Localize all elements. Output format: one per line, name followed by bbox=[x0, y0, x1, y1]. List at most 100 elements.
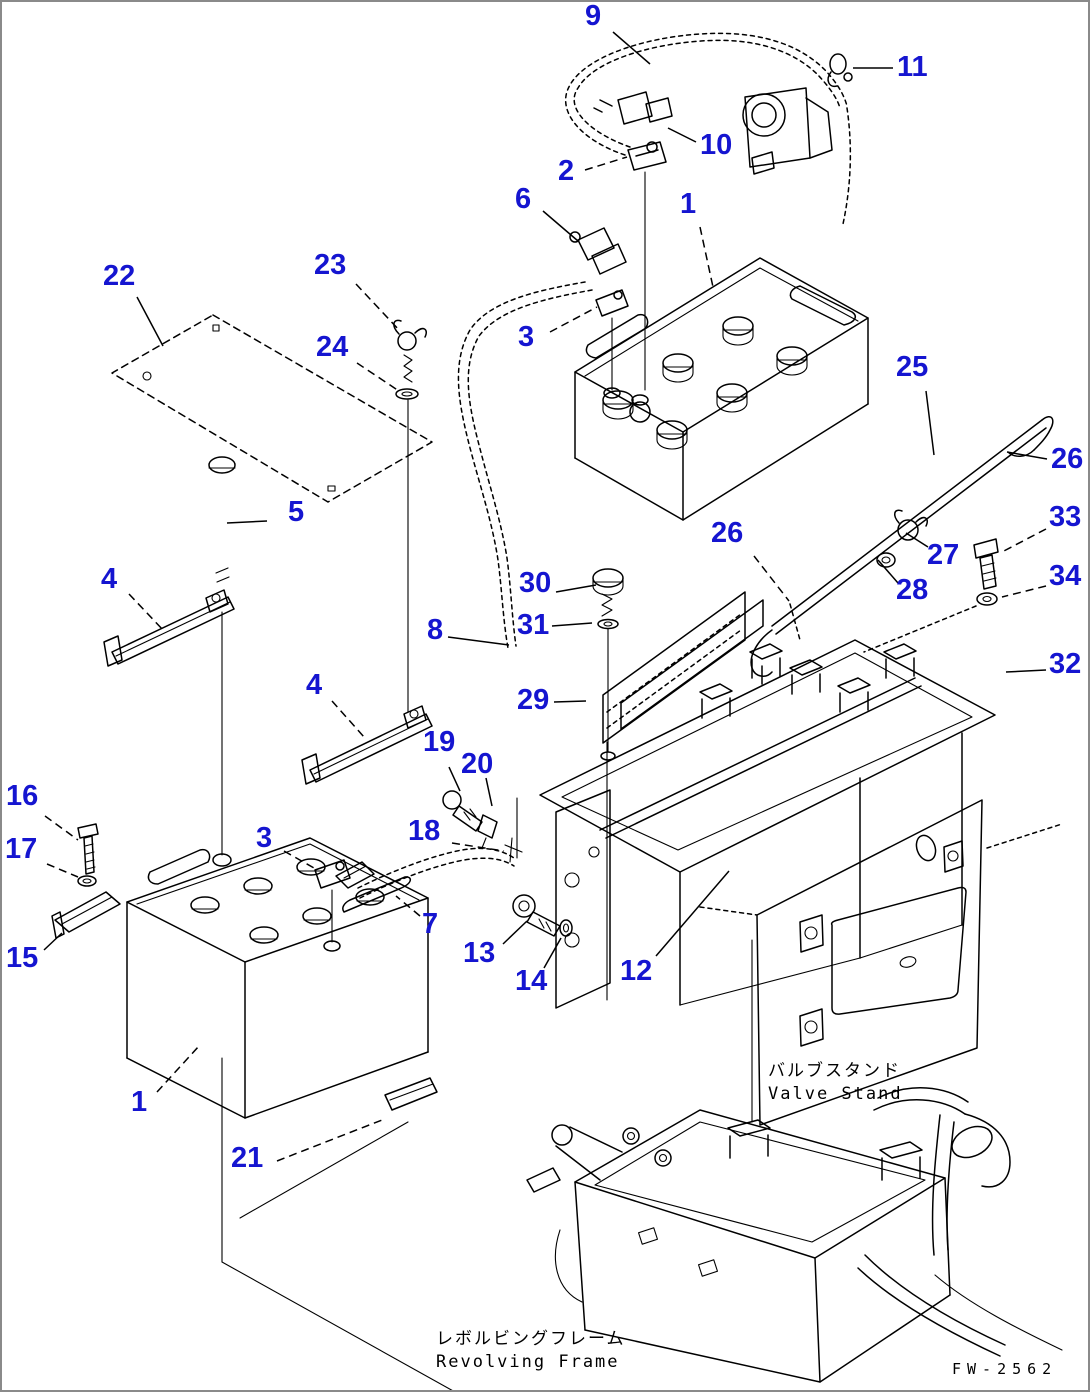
leader-30-13 bbox=[555, 584, 597, 593]
drawing-number: FW-2562 bbox=[952, 1360, 1058, 1378]
leader-31-14 bbox=[551, 622, 593, 627]
callout-4-12: 4 bbox=[306, 669, 323, 701]
frame-curves bbox=[857, 1087, 1063, 1357]
wing-nut-27 bbox=[894, 509, 928, 541]
leader-18-31 bbox=[451, 842, 505, 852]
valve-stand-panel bbox=[699, 799, 1063, 1126]
callout-3-6: 3 bbox=[518, 321, 535, 353]
battery-upper bbox=[574, 257, 869, 521]
battery-lower bbox=[126, 837, 429, 1119]
leader-32-24 bbox=[1005, 669, 1047, 673]
revolving-frame bbox=[526, 1109, 951, 1383]
callout-33-22: 33 bbox=[1049, 501, 1082, 533]
leader-26-18 bbox=[1006, 451, 1048, 460]
washer-34 bbox=[863, 592, 998, 653]
bolt-16 bbox=[77, 823, 99, 875]
leader-26-19 bbox=[753, 555, 790, 602]
callout-19-29: 19 bbox=[423, 726, 456, 758]
callout-31-14: 31 bbox=[517, 609, 550, 641]
callout-25-17: 25 bbox=[896, 351, 929, 383]
leader-28-21 bbox=[877, 559, 899, 584]
washer-24-rod bbox=[395, 388, 419, 713]
side-plate-21 bbox=[221, 1057, 456, 1392]
caption-valve-stand-en: Valve Stand bbox=[768, 1083, 903, 1104]
leader-20-30 bbox=[485, 777, 493, 807]
leader-1-5 bbox=[699, 226, 714, 288]
support-rack bbox=[602, 591, 764, 744]
bolt-13 bbox=[512, 894, 561, 937]
leader-29-16 bbox=[553, 700, 587, 703]
caption-valve-stand-jp: バルブスタンド bbox=[768, 1061, 901, 1081]
bolt-33 bbox=[973, 538, 999, 590]
leader-27-20 bbox=[905, 532, 929, 548]
callout-26-19: 26 bbox=[711, 517, 744, 549]
leader-4-11 bbox=[128, 593, 165, 632]
leader-5-10 bbox=[226, 520, 268, 524]
holddown-bar-right bbox=[301, 705, 518, 859]
callout-27-20: 27 bbox=[927, 539, 960, 571]
leader-10-2 bbox=[667, 127, 697, 143]
callout-18-31: 18 bbox=[408, 815, 441, 847]
washer-17 bbox=[77, 875, 97, 887]
leader-16-25 bbox=[44, 815, 79, 841]
leader-9-0 bbox=[612, 31, 651, 65]
callout-32-24: 32 bbox=[1049, 648, 1082, 680]
wing-nut-23 bbox=[393, 319, 427, 383]
caption-valve-stand: バルブスタンド Valve Stand bbox=[768, 1060, 903, 1106]
battery-stand bbox=[504, 639, 996, 1009]
leader-34-23 bbox=[1001, 585, 1047, 598]
callout-7-32: 7 bbox=[422, 908, 439, 940]
cover-plate bbox=[111, 314, 433, 503]
leader-8-15 bbox=[447, 636, 510, 646]
terminal-clamp-2 bbox=[627, 141, 667, 391]
bracket-15 bbox=[51, 891, 121, 939]
callout-12-35: 12 bbox=[620, 955, 653, 987]
callout-13-33: 13 bbox=[463, 937, 496, 969]
callout-4-11: 4 bbox=[101, 563, 118, 595]
washer-28 bbox=[876, 552, 896, 568]
leader-4-12 bbox=[331, 700, 365, 738]
callout-3-28: 3 bbox=[256, 822, 273, 854]
leader-3-6 bbox=[549, 306, 598, 333]
leader-14-34 bbox=[543, 937, 562, 969]
leader-33-22 bbox=[999, 528, 1047, 554]
leader-13-33 bbox=[502, 920, 528, 945]
leader-22-7 bbox=[136, 296, 164, 347]
leader-6-4 bbox=[542, 210, 579, 242]
screw-19 bbox=[442, 790, 483, 832]
callout-2-3: 2 bbox=[558, 155, 575, 187]
leader-17-26 bbox=[46, 863, 79, 878]
washer-14 bbox=[559, 919, 573, 937]
callout-8-15: 8 bbox=[427, 614, 444, 646]
battery-cable-lower bbox=[314, 847, 515, 952]
leader-21-37 bbox=[276, 1119, 383, 1162]
battery-cable-upper bbox=[457, 227, 629, 649]
callout-26-18: 26 bbox=[1051, 443, 1084, 475]
connector-10 bbox=[593, 91, 673, 125]
callout-16-25: 16 bbox=[6, 780, 39, 812]
callout-24-9: 24 bbox=[316, 331, 349, 363]
callout-15-27: 15 bbox=[6, 942, 39, 974]
callout-10-2: 10 bbox=[700, 129, 733, 161]
caption-revolving-frame: レボルビングフレーム Revolving Frame bbox=[436, 1328, 626, 1374]
callout-34-23: 34 bbox=[1049, 560, 1082, 592]
leader-19-29 bbox=[448, 766, 461, 792]
leader-24-9 bbox=[356, 362, 400, 392]
callout-5-10: 5 bbox=[288, 496, 305, 528]
leader-3-28 bbox=[283, 850, 315, 869]
callout-11-1: 11 bbox=[897, 51, 928, 83]
callout-9-0: 9 bbox=[585, 0, 602, 32]
callout-6-4: 6 bbox=[515, 183, 532, 215]
callout-14-34: 14 bbox=[515, 965, 548, 997]
callout-1-36: 1 bbox=[131, 1086, 148, 1118]
callout-22-7: 22 bbox=[103, 260, 136, 292]
callout-17-26: 17 bbox=[5, 833, 38, 865]
wire-harness bbox=[564, 32, 852, 225]
callout-1-5: 1 bbox=[680, 188, 697, 220]
wire-clamp bbox=[827, 53, 853, 88]
leader-1-36 bbox=[156, 1045, 200, 1093]
relay-on-bracket bbox=[742, 87, 833, 175]
